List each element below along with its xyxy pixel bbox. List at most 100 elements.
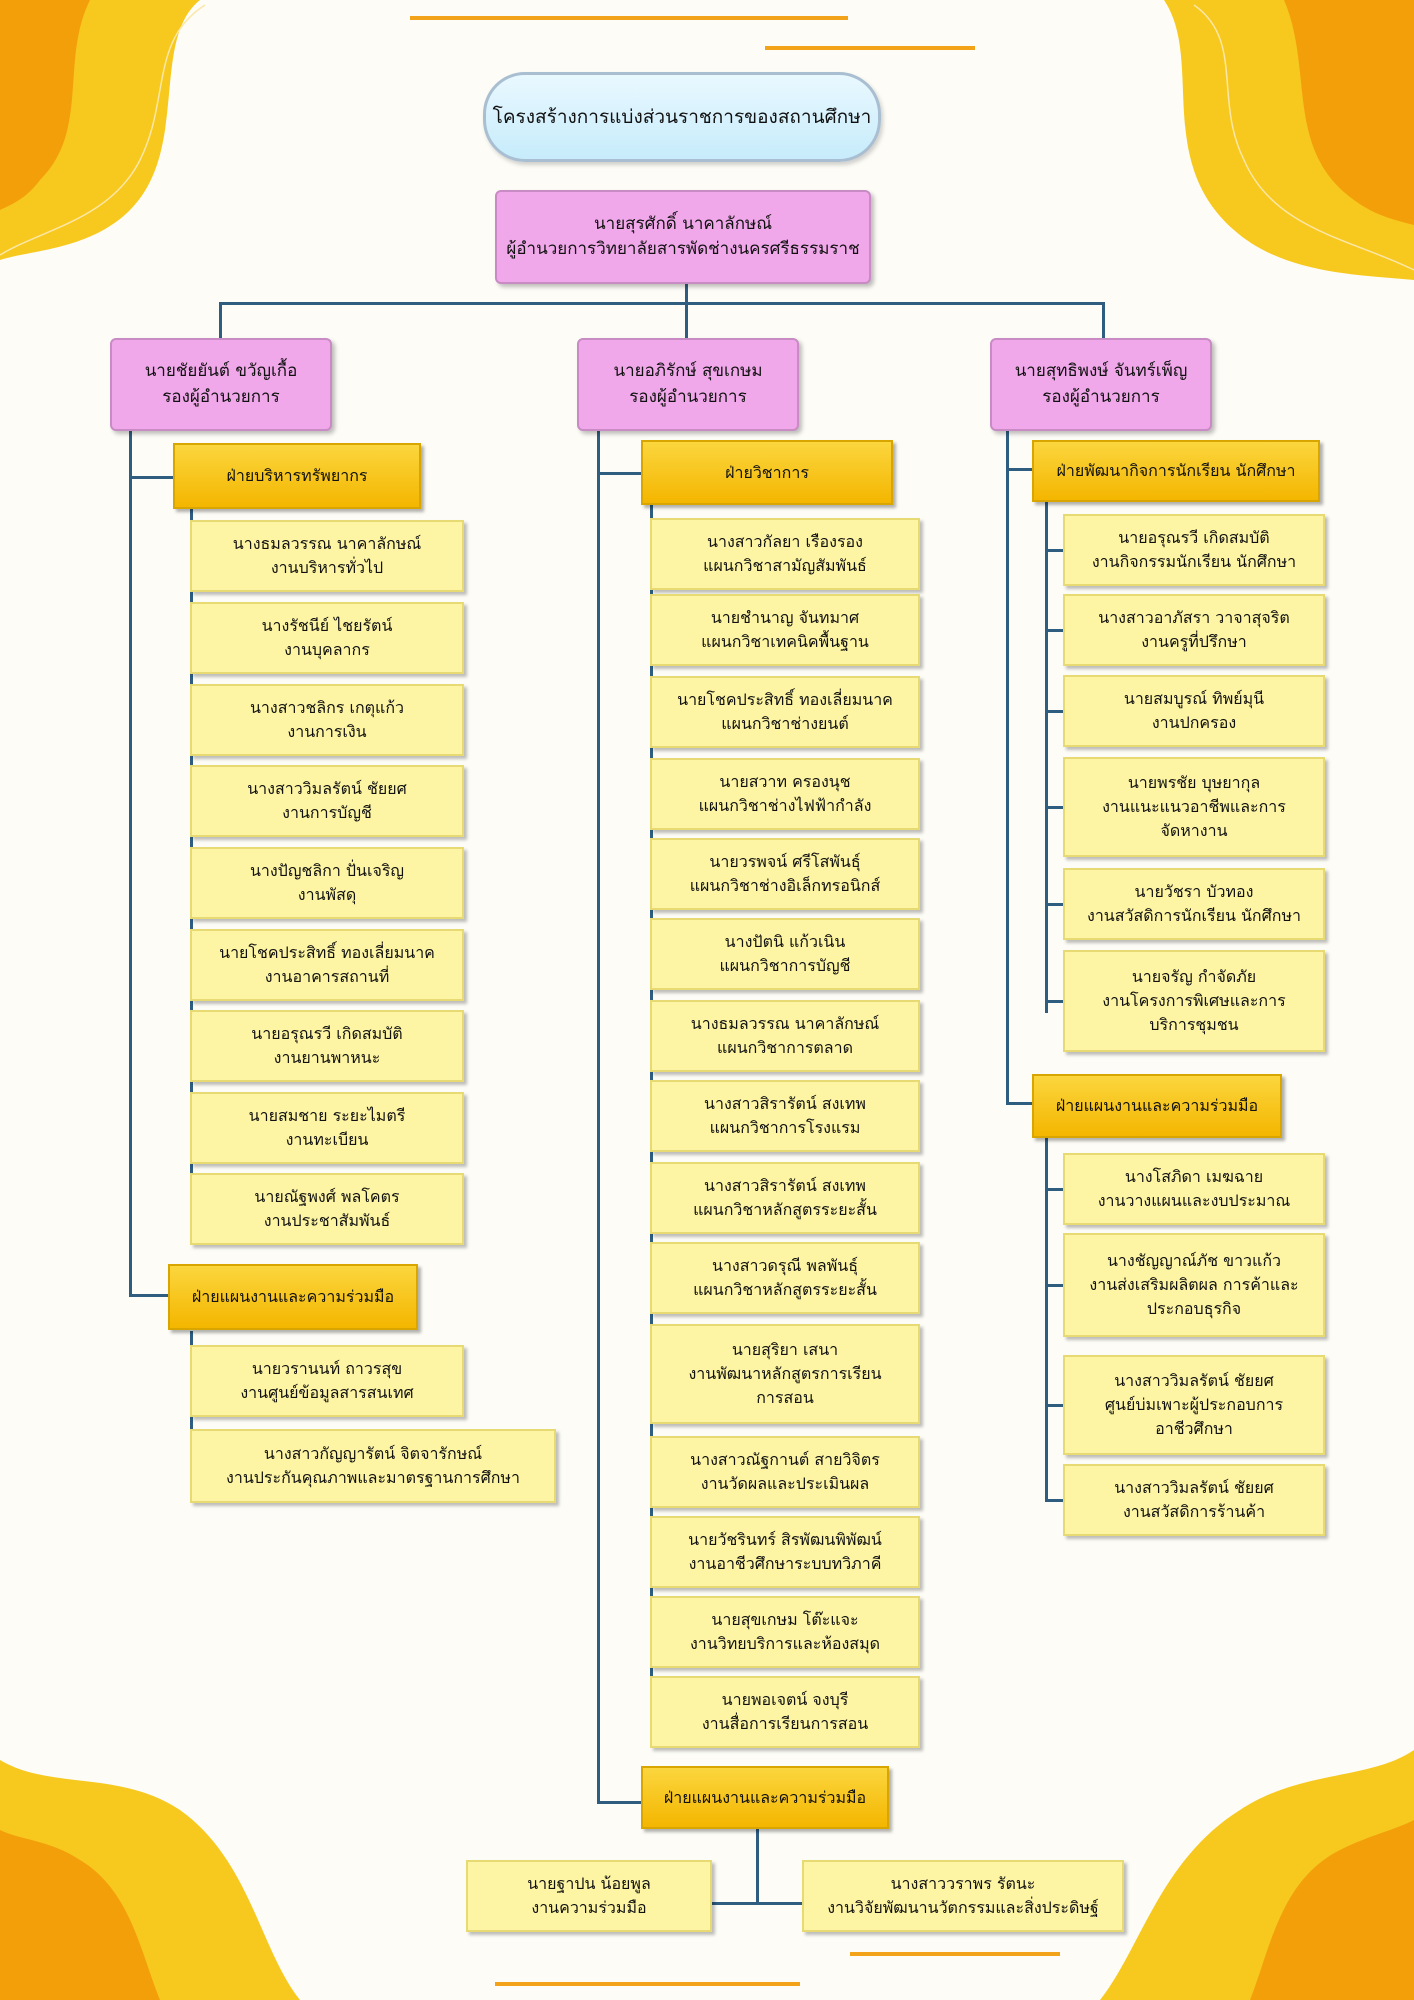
dept-resource-management: ฝ่ายบริหารทรัพยากร [173,443,421,509]
staff-name: นางโสภิดา เมฆฉาย [1124,1167,1264,1186]
staff-box: นางธมลวรรณ นาคาลักษณ์แผนกวิชาการตลาด [650,1000,920,1072]
deputy-name: นายสุทธิพงษ์ จันทร์เพ็ญ [1014,361,1188,381]
staff-name: นายฐาปน น้อยพูล [527,1874,651,1893]
connector [710,1902,802,1905]
staff-box: นายพอเจตน์ จงบุรีงานสื่อการเรียนการสอน [650,1676,920,1748]
staff-name: นางสาวสิรารัตน์ สงเทพ [704,1176,866,1195]
staff-box: นางสาวกัลยา เรืองรองแผนกวิชาสามัญสัมพันธ… [650,518,920,590]
staff-role: บริการชุมชน [1149,1015,1239,1034]
connector [1045,1284,1063,1287]
chart-title-text: โครงสร้างการแบ่งส่วนราชการของสถานศึกษา [492,105,872,128]
staff-name: นางปัตนิ แก้วเนิน [724,932,846,951]
dept-academic: ฝ่ายวิชาการ [641,440,893,505]
staff-role: แผนกวิชาช่างอิเล็กทรอนิกส์ [689,876,881,895]
staff-role: งานวิทยบริการและห้องสมุด [689,1634,881,1653]
staff-name: นางชัญญาณ์ภัช ขาวแก้ว [1106,1251,1282,1270]
staff-box: นางรัชนีย์ ไชยรัตน์งานบุคลากร [190,602,464,674]
staff-name: นายสวาท ครองนุช [719,772,851,791]
dept-label: ฝ่ายแผนงานและความร่วมมือ [191,1287,395,1306]
dept-planning-left: ฝ่ายแผนงานและความร่วมมือ [168,1264,418,1330]
dept-student-affairs: ฝ่ายพัฒนากิจการนักเรียน นักศึกษา [1032,440,1320,502]
connector [597,472,641,475]
staff-name: นางปัญชลิกา ปั่นเจริญ [249,861,405,880]
staff-box: นายชำนาญ จันทมาศแผนกวิชาเทคนิคพื้นฐาน [650,594,920,666]
connector [597,431,600,1803]
connector [219,302,1104,305]
staff-role: แผนกวิชาเทคนิคพื้นฐาน [701,632,869,651]
dept-label: ฝ่ายวิชาการ [725,462,809,482]
dept-label: ฝ่ายแผนงานและความร่วมมือ [1055,1096,1259,1115]
deputy-name: นายอภิรักษ์ สุขเกษม [613,361,763,381]
staff-name: นายโชคประสิทธิ์ ทองเลี่ยมนาค [677,690,893,709]
staff-box: นายณัฐพงศ์ พลโคตรงานประชาสัมพันธ์ [190,1173,464,1245]
staff-box: นายวัชรา บัวทองงานสวัสดิการนักเรียน นักศ… [1063,868,1325,940]
staff-role: งานวางแผนและงบประมาณ [1097,1191,1291,1210]
staff-role: งานยานพาหนะ [273,1048,381,1067]
connector [1045,903,1063,906]
connector [597,1801,641,1804]
staff-role: งานส่งเสริมผลิตผล การค้าและ [1089,1275,1299,1294]
decor-line-top1 [410,16,848,20]
staff-box: นางปัญชลิกา ปั่นเจริญงานพัสดุ [190,847,464,919]
staff-role: งานวัดผลและประเมินผล [700,1474,870,1493]
connector [756,1829,759,1904]
connector [1102,302,1105,340]
staff-role: ประกอบธุรกิจ [1146,1299,1242,1318]
staff-name: นายวรพจน์ ศรีโสพันธุ์ [709,852,861,871]
staff-name: นางสาวกัลยา เรืองรอง [707,532,863,551]
staff-box: นายสมชาย ระยะไมตรีงานทะเบียน [190,1092,464,1164]
staff-box: นางโสภิดา เมฆฉายงานวางแผนและงบประมาณ [1063,1153,1325,1225]
connector [685,302,688,340]
staff-role: อาชีวศึกษา [1155,1419,1233,1438]
staff-name: นางสาวอาภัสรา วาจาสุจริต [1098,608,1290,627]
staff-role: งานประกันคุณภาพและมาตรฐานการศึกษา [226,1468,520,1487]
connector [1006,431,1009,1104]
staff-box: นายสุริยา เสนางานพัฒนาหลักสูตรการเรียนกา… [650,1324,920,1424]
staff-role: งานกิจกรรมนักเรียน นักศึกษา [1091,552,1297,571]
connector [1045,502,1048,1013]
staff-role: งานวิจัยพัฒนานวัตกรรมและสิ่งประดิษฐ์ [827,1898,1099,1917]
connector [129,1294,173,1297]
deputy-role: รองผู้อำนวยการ [629,386,747,407]
staff-box: นายสุขเกษม โต๊ะแจะงานวิทยบริการและห้องสม… [650,1596,920,1668]
staff-box: นางสาวสิรารัตน์ สงเทพแผนกวิชาการโรงแรม [650,1080,920,1152]
staff-name: นายณัฐพงศ์ พลโคตร [254,1187,400,1206]
staff-box: นายจรัญ กำจัดภัยงานโครงการพิเศษและการบริ… [1063,950,1325,1052]
staff-box: นางสาววิมลรัตน์ ชัยยศงานสวัสดิการร้านค้า [1063,1464,1325,1536]
dept-label: ฝ่ายแผนงานและความร่วมมือ [663,1787,867,1807]
staff-role: งานครูที่ปรึกษา [1141,632,1247,651]
dept-planning-right: ฝ่ายแผนงานและความร่วมมือ [1032,1074,1282,1138]
connector [1045,806,1063,809]
staff-box: นางธมลวรรณ นาคาลักษณ์งานบริหารทั่วไป [190,520,464,592]
staff-role: งานพัฒนาหลักสูตรการเรียน [688,1364,882,1383]
chart-title: โครงสร้างการแบ่งส่วนราชการของสถานศึกษา [483,72,881,162]
staff-box: นางสาวกัญญารัตน์ จิตจารักษณ์งานประกันคุณ… [190,1429,556,1503]
staff-name: นางสาววิมลรัตน์ ชัยยศ [247,779,407,798]
director-name: นายสุรศักดิ์ นาคาลักษณ์ [594,213,772,234]
staff-box: นางสาวดรุณี พลพันธุ์แผนกวิชาหลักสูตรระยะ… [650,1242,920,1314]
staff-role: งานอาคารสถานที่ [264,967,390,986]
staff-role: งานศูนย์ข้อมูลสารสนเทศ [240,1383,414,1402]
staff-name: นางสาวชลิกร เกตุแก้ว [249,698,405,717]
staff-name: นายวรานนท์ ถาวรสุข [251,1359,403,1378]
decor-bottom-right [1100,1750,1414,2000]
deputy-role: รองผู้อำนวยการ [1042,386,1160,407]
connector [1045,1138,1048,1499]
connector [1045,1188,1063,1191]
dept-label: ฝ่ายบริหารทรัพยากร [226,466,368,485]
decor-line-bottom2 [850,1952,1060,1956]
staff-box: นางสาววิมลรัตน์ ชัยยศงานการบัญชี [190,765,464,837]
staff-name: นางรัชนีย์ ไชยรัตน์ [261,616,393,635]
connector [219,302,222,340]
staff-role: แผนกวิชาการบัญชี [719,956,851,975]
connector [129,431,132,1296]
staff-name: นางสาวณัฐกานต์ สายวิจิตร [690,1450,880,1469]
staff-box: นางปัตนิ แก้วเนินแผนกวิชาการบัญชี [650,918,920,990]
deputy-box-left: นายชัยยันต์ ขวัญเกื้อ รองผู้อำนวยการ [110,338,332,431]
staff-role: การสอน [756,1388,814,1407]
staff-box: นายพรชัย บุษยากุลงานแนะแนวอาชีพและการจัด… [1063,757,1325,857]
staff-box: นางชัญญาณ์ภัช ขาวแก้วงานส่งเสริมผลิตผล ก… [1063,1233,1325,1337]
staff-box: นางสาววิมลรัตน์ ชัยยศศูนย์บ่มเพาะผู้ประก… [1063,1355,1325,1455]
staff-role: แผนกวิชาหลักสูตรระยะสั้น [693,1280,877,1299]
connector [1006,1102,1032,1105]
